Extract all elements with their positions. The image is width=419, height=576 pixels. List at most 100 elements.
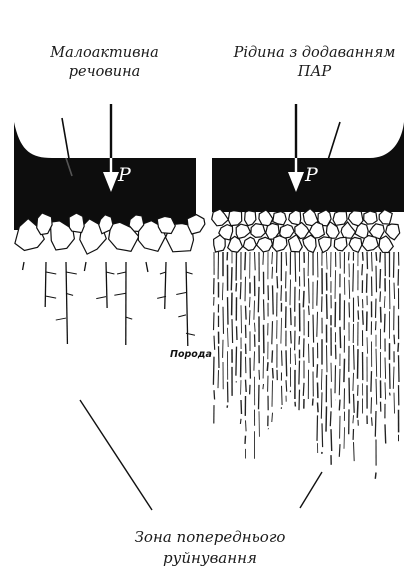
right-crack	[240, 282, 241, 299]
right-crack	[349, 378, 350, 404]
right-crack	[228, 328, 229, 347]
right-crack	[339, 444, 340, 457]
right-fragment	[349, 237, 362, 252]
right-crack	[390, 393, 391, 396]
zone-label-line1: Зона попереднього	[80, 527, 340, 548]
right-crack	[353, 373, 354, 391]
right-crack	[344, 427, 345, 449]
right-crack	[254, 301, 255, 320]
pre-destruction-zone-label: Зона попереднього руйнування	[80, 527, 340, 569]
right-crack	[358, 310, 359, 319]
right-crack	[304, 338, 305, 357]
right-crack	[259, 370, 260, 380]
right-crack	[317, 364, 318, 378]
right-crack	[335, 365, 336, 393]
right-crack	[339, 369, 340, 395]
right-crack	[354, 394, 355, 413]
right-crack	[313, 315, 314, 343]
right-crack	[273, 368, 274, 378]
right-cracks	[213, 252, 399, 479]
right-crack	[250, 297, 251, 307]
right-crack	[376, 349, 377, 377]
right-crack	[367, 337, 368, 353]
right-crack	[313, 399, 314, 406]
right-crack	[339, 400, 340, 411]
right-crack	[394, 393, 395, 414]
right-crack	[335, 270, 336, 299]
right-crack	[303, 383, 304, 396]
right-crack	[381, 307, 382, 323]
right-crack	[340, 327, 341, 348]
right-crack	[309, 278, 310, 303]
right-crack	[295, 354, 296, 365]
right-crack	[376, 266, 377, 293]
right-crack	[326, 406, 327, 431]
right-crack	[232, 319, 233, 343]
right-crack	[241, 305, 242, 333]
right-crack	[394, 283, 395, 299]
right-crack	[213, 357, 214, 385]
right-crack	[317, 280, 318, 305]
right-crack	[371, 371, 372, 392]
right-fragment	[257, 237, 273, 252]
right-crack	[236, 381, 237, 382]
right-crack	[327, 294, 328, 319]
right-crack	[291, 308, 292, 325]
right-crack	[228, 297, 229, 325]
right-crack	[358, 296, 359, 307]
right-crack	[385, 424, 386, 443]
right-crack	[380, 291, 381, 301]
right-force-label: P	[304, 164, 319, 186]
right-crack	[372, 417, 373, 426]
right-crack	[376, 299, 377, 318]
left-zone-pointer	[80, 400, 152, 510]
right-crack	[318, 403, 319, 413]
right-crack	[267, 362, 268, 371]
left-fragment	[69, 213, 84, 233]
right-fragment	[251, 224, 265, 238]
right-crack	[376, 379, 377, 405]
right-crack	[286, 252, 287, 266]
left-fragment	[37, 213, 52, 235]
right-crack	[303, 291, 304, 308]
right-crack	[258, 287, 259, 312]
right-crack	[272, 413, 273, 422]
right-crack	[371, 397, 372, 413]
right-crack	[222, 283, 223, 301]
right-crack	[327, 252, 328, 269]
right-crack	[358, 349, 359, 379]
right-fragment	[228, 211, 241, 226]
right-crack	[263, 252, 264, 265]
right-crack	[376, 252, 377, 261]
right-crack	[246, 420, 247, 431]
right-crack	[214, 390, 215, 399]
right-crack	[357, 401, 358, 418]
left-fragment	[187, 215, 205, 234]
right-crack	[272, 380, 273, 406]
right-crack	[309, 344, 310, 363]
zone-label-line2: руйнування	[80, 548, 340, 569]
right-rock-fragments	[212, 209, 400, 253]
right-crack	[362, 264, 363, 275]
right-fragment	[333, 212, 347, 226]
right-crack	[286, 380, 287, 392]
right-crack	[363, 252, 364, 261]
right-panel: P	[212, 104, 404, 508]
right-crack	[240, 419, 241, 424]
right-crack	[309, 306, 310, 316]
right-fragment	[245, 211, 256, 226]
right-crack	[384, 314, 385, 333]
right-crack	[223, 307, 224, 334]
right-crack	[394, 252, 395, 278]
right-crack	[255, 252, 256, 270]
right-crack	[272, 267, 273, 279]
right-crack	[363, 310, 364, 325]
right-crack	[282, 386, 283, 405]
right-zone-pointer	[300, 472, 322, 508]
right-crack	[214, 312, 215, 330]
right-crack	[330, 411, 331, 426]
right-crack	[272, 350, 273, 362]
right-crack	[349, 302, 350, 317]
right-crack	[385, 382, 386, 399]
right-crack	[272, 321, 273, 344]
